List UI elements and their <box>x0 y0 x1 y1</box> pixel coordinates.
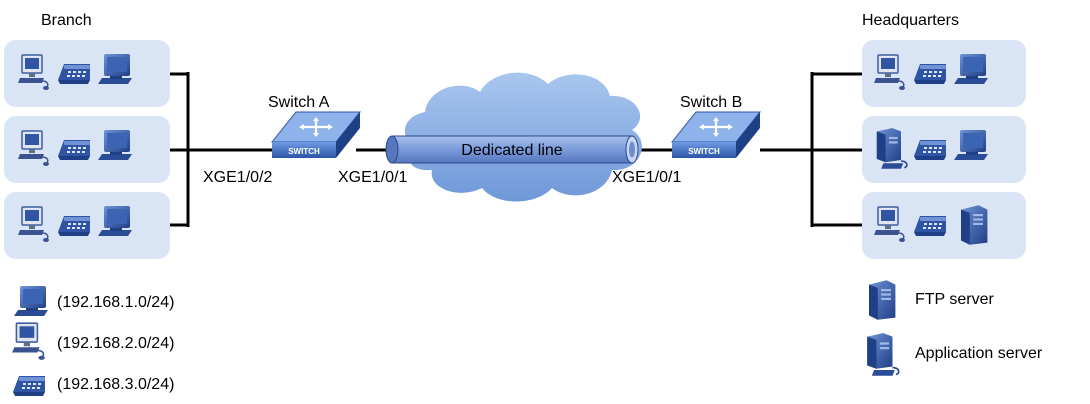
workstation-icon <box>11 322 46 361</box>
hq-group-2 <box>862 116 1026 183</box>
application-server-icon <box>866 332 900 377</box>
switch-front <box>672 142 736 158</box>
switch-badge: SWITCH <box>288 147 320 156</box>
switch-a-label: Switch A <box>268 94 330 111</box>
switch-a: SWITCH Switch A <box>268 94 362 158</box>
switch-b: SWITCH Switch B <box>670 94 762 158</box>
legend-item-text: FTP server <box>915 291 995 308</box>
headquarters-title: Headquarters <box>862 12 959 29</box>
branch-title: Branch <box>41 12 92 29</box>
switch-side <box>736 112 760 158</box>
ftp-server-icon <box>961 205 988 245</box>
legend-left: (192.168.1.0/24) (192.168.2.0/24) (192.1… <box>11 286 174 396</box>
switch-side <box>336 112 360 158</box>
legend-right: FTP server Application server <box>866 280 1043 377</box>
tube-right-opening <box>629 141 635 158</box>
branch-group-1 <box>4 40 170 107</box>
legend-item-text: (192.168.2.0/24) <box>57 335 174 352</box>
desktop-pc-icon <box>14 286 48 316</box>
hq-group-1 <box>862 40 1026 107</box>
legend-item-text: Application server <box>915 345 1043 362</box>
hq-bus-lines <box>760 72 862 227</box>
legend-item-text: (192.168.1.0/24) <box>57 294 174 311</box>
branch-bus-lines <box>170 72 272 227</box>
ip-phone-icon <box>13 376 45 396</box>
switch-badge: SWITCH <box>688 147 720 156</box>
port-label-switch-a-uplink: XGE1/0/1 <box>338 169 407 186</box>
switch-front <box>272 142 336 158</box>
tube-left-end <box>385 135 399 164</box>
dedicated-line-label: Dedicated line <box>461 142 563 159</box>
hq-group-3 <box>862 192 1026 259</box>
branch-group-3 <box>4 192 170 259</box>
port-label-switch-b-uplink: XGE1/0/1 <box>612 169 681 186</box>
dedicated-line-tube: Dedicated line <box>385 135 639 164</box>
ftp-server-icon <box>869 280 896 320</box>
legend-item-text: (192.168.3.0/24) <box>57 376 174 393</box>
switch-b-label: Switch B <box>680 94 742 111</box>
branch-group-2 <box>4 116 170 183</box>
port-label-branch: XGE1/0/2 <box>203 169 272 186</box>
